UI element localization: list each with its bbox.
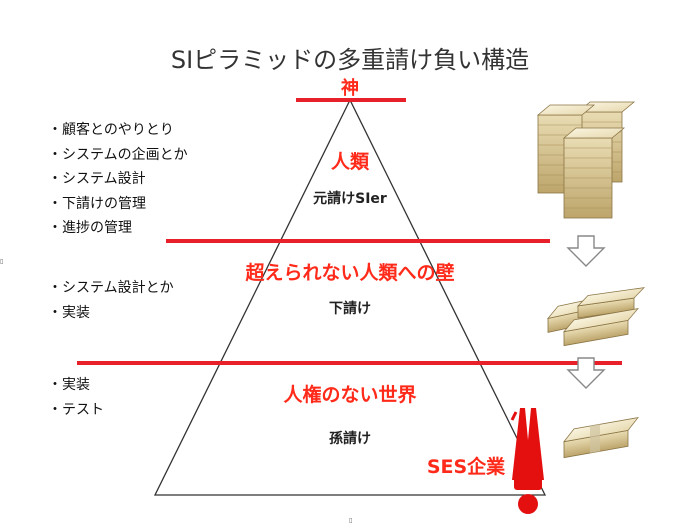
tier-caption-2: 超えられない人類への壁: [245, 262, 455, 284]
task-item: ・実装: [48, 304, 90, 321]
task-item: ・進捗の管理: [48, 220, 132, 236]
diagram-title: SIピラミッドの多重請け負い構造: [170, 46, 530, 74]
money-pile-medium-icon: [547, 287, 646, 347]
tier-name-1: 元請けSIer: [313, 191, 387, 207]
task-item: ・顧客とのやりとり: [48, 122, 174, 138]
tier-caption-3: 人権のない世界: [283, 384, 417, 406]
slide-handle-mark: ▯: [349, 517, 353, 524]
top-label: 神: [341, 78, 359, 99]
task-list-tier-2: ・システム設計とか ・実装: [48, 276, 174, 325]
task-item: ・システム設計: [48, 171, 146, 187]
tier-name-2: 下請け: [329, 301, 371, 317]
ses-label: SES企業: [426, 456, 506, 478]
upside-down-figure-icon: [510, 408, 544, 514]
down-arrow-icon-1: [566, 235, 606, 267]
money-bundle-small-icon: [563, 417, 639, 459]
down-arrow-icon-2: [566, 357, 606, 389]
task-item: ・実装: [48, 377, 90, 393]
tier-name-3: 孫請け: [329, 431, 371, 447]
tier-caption-1: 人類: [330, 151, 369, 173]
task-list-tier-1: ・顧客とのやりとり ・システムの企画とか ・システム設計 ・下請けの管理 ・進捗…: [48, 118, 188, 241]
pyramid-outline: [153, 98, 547, 496]
task-item: ・下請けの管理: [48, 195, 146, 212]
money-stack-large-icon: [536, 101, 636, 219]
task-item: ・システム設計とか: [48, 280, 174, 296]
task-item: ・テスト: [48, 401, 104, 418]
task-item: ・システムの企画とか: [48, 146, 188, 163]
task-list-tier-3: ・実装 ・テスト: [48, 373, 104, 422]
slide-handle-mark: ▯: [0, 258, 4, 265]
